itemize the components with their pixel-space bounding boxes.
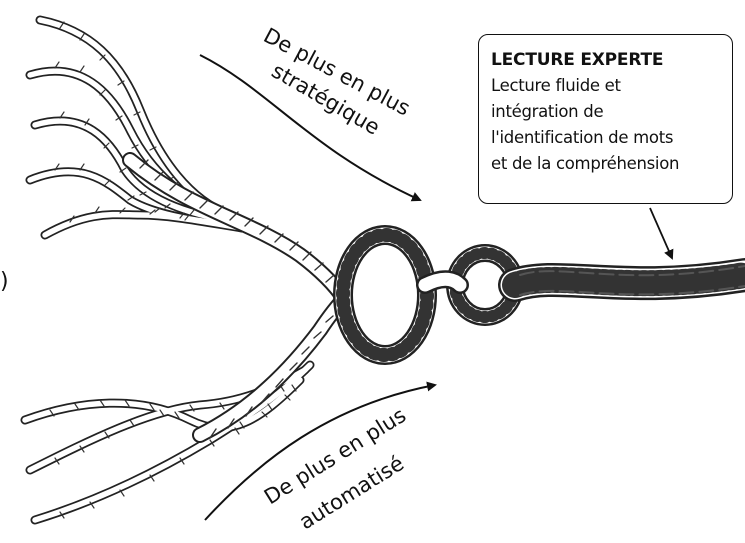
- callout-line: intégration de: [491, 99, 722, 125]
- callout-title: LECTURE EXPERTE: [491, 47, 722, 73]
- callout-line: et de la compréhension: [491, 151, 722, 177]
- braided-rope: [343, 235, 745, 355]
- callout-arrow: [650, 208, 672, 258]
- callout-line: Lecture fluide et: [491, 73, 722, 99]
- expert-reading-callout: LECTURE EXPERTE Lecture fluide et intégr…: [478, 34, 733, 204]
- left-edge-mark: ): [0, 269, 9, 294]
- callout-line: l'identification de mots: [491, 125, 722, 151]
